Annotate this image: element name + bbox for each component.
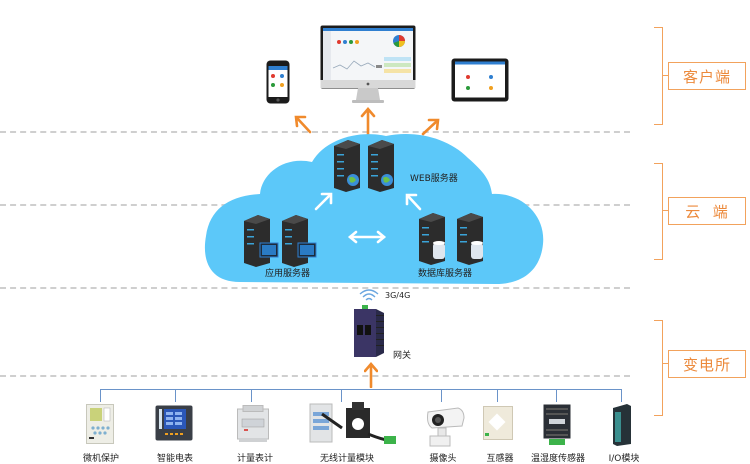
network-label: 3G/4G xyxy=(385,291,411,300)
device-label: 摄像头 xyxy=(429,454,457,464)
device-label: 计量表计 xyxy=(236,454,274,464)
app-server-icon xyxy=(240,215,320,267)
db-server-label: 数据库服务器 xyxy=(418,269,473,279)
upload-arrows xyxy=(294,107,440,136)
app-to-web-arrow-icon xyxy=(314,193,332,211)
uplink-arrow-icon xyxy=(364,362,378,388)
tier-label-substation: 变电所 xyxy=(668,350,746,378)
arrow-to-tablet-icon xyxy=(421,119,439,136)
desktop-monitor-icon xyxy=(320,25,416,105)
tier-label-client: 客户端 xyxy=(668,62,746,90)
bus-drop xyxy=(341,390,342,402)
bracket-tick xyxy=(662,363,668,364)
web-server-label: WEB服务器 xyxy=(410,174,458,184)
current-transformer-icon xyxy=(483,406,513,440)
app-server-label: 应用服务器 xyxy=(265,269,311,279)
device-bus-line xyxy=(100,389,622,390)
temp-humidity-sensor-icon xyxy=(543,404,571,446)
bus-drop xyxy=(556,390,557,402)
tier-separator xyxy=(0,287,630,289)
device-label: 互感器 xyxy=(486,454,514,464)
db-to-web-arrow-icon xyxy=(406,194,422,211)
io-module-icon xyxy=(611,404,633,446)
device-label: I/O模块 xyxy=(608,454,640,464)
cloud-arrows xyxy=(314,192,422,244)
bus-drop xyxy=(497,390,498,402)
bus-drop xyxy=(621,390,622,402)
tier-separator xyxy=(0,375,630,377)
bus-drop xyxy=(100,390,101,402)
device-label: 智能电表 xyxy=(156,454,194,464)
cloud-tier-bracket xyxy=(654,163,663,260)
substation-tier-bracket xyxy=(654,320,663,416)
smart-meter-icon xyxy=(155,405,193,441)
tier-separator xyxy=(0,131,630,133)
database-server-icon xyxy=(415,213,491,265)
device-label: 无线计量模块 xyxy=(319,454,375,464)
bracket-tick xyxy=(662,75,668,76)
bus-drop xyxy=(441,390,442,402)
gateway-label: 网关 xyxy=(393,351,412,361)
device-label: 温湿度传感器 xyxy=(530,454,586,464)
wireless-meter-module-icon xyxy=(308,400,400,448)
device-label: 微机保护 xyxy=(82,454,120,464)
tier-label-cloud: 云 端 xyxy=(668,197,746,225)
camera-icon xyxy=(424,404,466,448)
bus-drop xyxy=(251,390,252,402)
wireless-signal-icon xyxy=(359,289,379,301)
bus-drop xyxy=(175,390,176,402)
web-server-icon xyxy=(330,140,395,192)
smartphone-icon xyxy=(266,60,290,104)
gateway-device-icon xyxy=(352,305,386,357)
protection-relay-icon xyxy=(86,404,114,444)
din-meter-icon xyxy=(237,405,269,443)
tablet-icon xyxy=(451,58,509,102)
arrow-to-phone-icon xyxy=(295,116,312,134)
client-tier-bracket xyxy=(654,27,663,125)
bracket-tick xyxy=(662,210,668,211)
